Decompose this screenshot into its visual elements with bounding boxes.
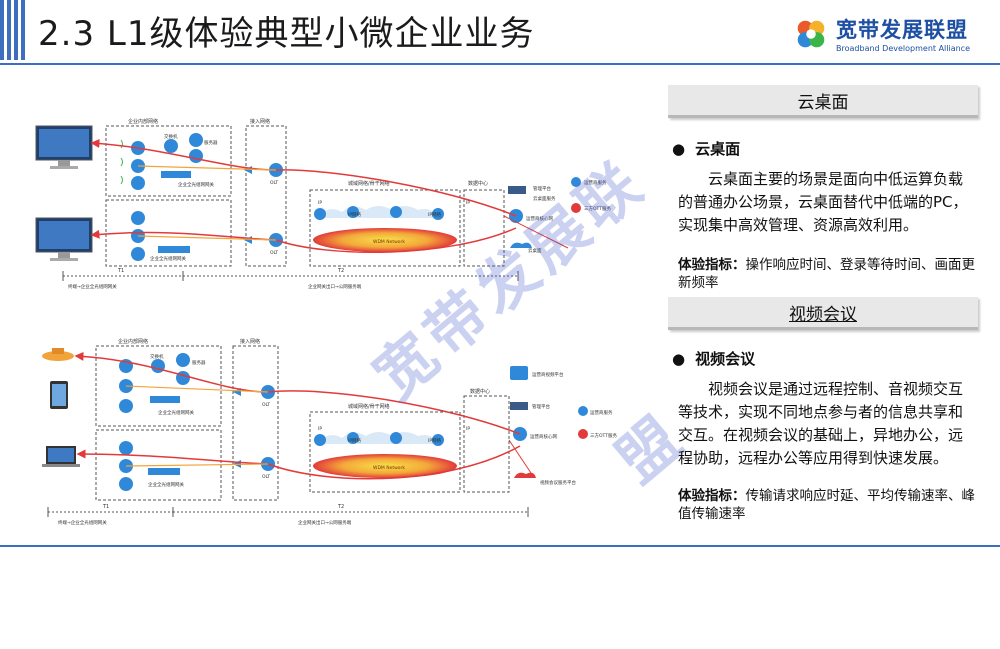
ip-label: IP网络 xyxy=(428,211,442,218)
service-label: 运营商服务 xyxy=(590,409,613,416)
ip-label: IP xyxy=(466,200,470,206)
monitor-icon xyxy=(35,217,93,261)
section-head-video-conference: 视频会议 xyxy=(668,297,978,330)
server-label: 服务器 xyxy=(192,359,206,366)
kpi-video-conference: 体验指标：传输请求响应时延、平均传输速率、峰值传输速率 xyxy=(678,488,975,522)
cloud-desktop-diagram: 企业内部网络 接入网络 城域网络/骨干网络 数据中心 交换机 服务器 企业全光组… xyxy=(35,118,611,290)
header-divider xyxy=(0,63,1000,65)
dc-label: 管理平台 xyxy=(533,185,551,192)
paragraph-video-conference: 视频会议是通过远程控制、音视频交互等技术，实现不同地点参与者的信息共享和交互。在… xyxy=(678,380,964,467)
olt-label: OLT xyxy=(270,180,278,186)
switch-label: 交换机 xyxy=(164,133,178,140)
paragraph-cloud-desktop: 云桌面主要的场景是面向中低运算负载的普通办公场景，云桌面替代中低端的PC，实现集… xyxy=(678,170,968,234)
server-label: 服务器 xyxy=(204,139,218,146)
monitor-icon xyxy=(35,125,93,169)
zone-label: 接入网络 xyxy=(240,338,260,345)
dc-label: 管理平台 xyxy=(532,403,550,410)
segment-label: T2 xyxy=(337,504,344,510)
gateway-label: 企业全光组网网关 xyxy=(158,409,194,416)
laptop-icon xyxy=(42,446,80,467)
network-diagram: 企业内部网络 接入网络 城域网络/骨干网络 数据中心 交换机 服务器 企业全光组… xyxy=(35,118,617,526)
zone-label: 数据中心 xyxy=(470,388,490,395)
segment-desc: 终端→企业全光组网网关 xyxy=(58,519,107,526)
ip-label: IP xyxy=(466,426,470,432)
bullet-video-conference: 视频会议 xyxy=(672,348,755,369)
dc-label: 运营商视频平台 xyxy=(532,371,564,378)
segment-desc: 企业网关出口→公网服务端 xyxy=(308,283,362,290)
alliance-logo-icon xyxy=(797,20,825,47)
zone-label: 城域网络/骨干网络 xyxy=(348,403,390,410)
zone-label: 城域网络/骨干网络 xyxy=(348,180,390,187)
service-label: 运营商服务 xyxy=(584,179,607,186)
phone-icon xyxy=(50,381,68,409)
footer-divider xyxy=(0,545,1000,547)
dc-label: 视频会议服务平台 xyxy=(540,479,576,486)
conference-phone-icon xyxy=(42,348,74,361)
wan-label: WDM Network xyxy=(373,239,405,245)
segment-label: T2 xyxy=(337,268,344,274)
dc-label: 运营商核心网 xyxy=(526,215,553,222)
olt-label: OLT xyxy=(262,474,270,480)
zone-label: 企业内部网络 xyxy=(128,118,158,125)
page-title: 2.3 L1级体验典型小微企业业务 xyxy=(38,14,535,54)
ip-label: IP网络 xyxy=(348,437,362,444)
zone-label: 企业内部网络 xyxy=(118,338,148,345)
logo-english-name: Broadband Development Alliance xyxy=(836,44,970,53)
dc-label: 云桌面 xyxy=(528,247,542,254)
segment-label: T1 xyxy=(117,268,124,274)
logo-chinese-name: 宽带发展联盟 xyxy=(836,18,969,42)
service-label: 三方OTT服务 xyxy=(584,205,611,212)
segment-label: T1 xyxy=(102,504,109,510)
olt-label: OLT xyxy=(270,250,278,256)
gateway-label: 企业全光组网网关 xyxy=(148,481,184,488)
gateway-label: 企业全光组网网关 xyxy=(178,181,214,188)
segment-desc: 终端→企业全光组网网关 xyxy=(68,283,117,290)
service-label: 三方OTT服务 xyxy=(590,432,617,439)
bullet-cloud-desktop: 云桌面 xyxy=(672,138,740,159)
zone-label: 接入网络 xyxy=(250,118,270,125)
dc-label: 运营商核心网 xyxy=(530,433,557,440)
olt-label: OLT xyxy=(262,402,270,408)
kpi-cloud-desktop: 体验指标：操作响应时间、登录等待时间、画面更新频率 xyxy=(678,257,975,291)
wan-network xyxy=(313,228,457,252)
video-conference-diagram: 企业内部网络 接入网络 城域网络/骨干网络 数据中心 交换机 服务器 企业全光组… xyxy=(42,338,617,526)
wan-network xyxy=(313,454,457,478)
switch-label: 交换机 xyxy=(150,353,164,360)
segment-desc: 企业网关出口→公网服务端 xyxy=(298,519,352,526)
ip-label: IP xyxy=(318,426,322,432)
section-head-cloud-desktop: 云桌面 xyxy=(668,85,978,118)
alliance-logo: 宽带发展联盟 Broadband Development Alliance xyxy=(792,14,970,53)
ip-label: IP网络 xyxy=(348,211,362,218)
dc-label: 云桌面服务 xyxy=(533,195,556,202)
ip-label: IP xyxy=(318,200,322,206)
gateway-label: 企业全光组网网关 xyxy=(150,255,186,262)
wan-label: WDM Network xyxy=(373,465,405,471)
title-stripes xyxy=(0,0,28,60)
ip-label: IP网络 xyxy=(428,437,442,444)
zone-label: 数据中心 xyxy=(468,180,488,187)
